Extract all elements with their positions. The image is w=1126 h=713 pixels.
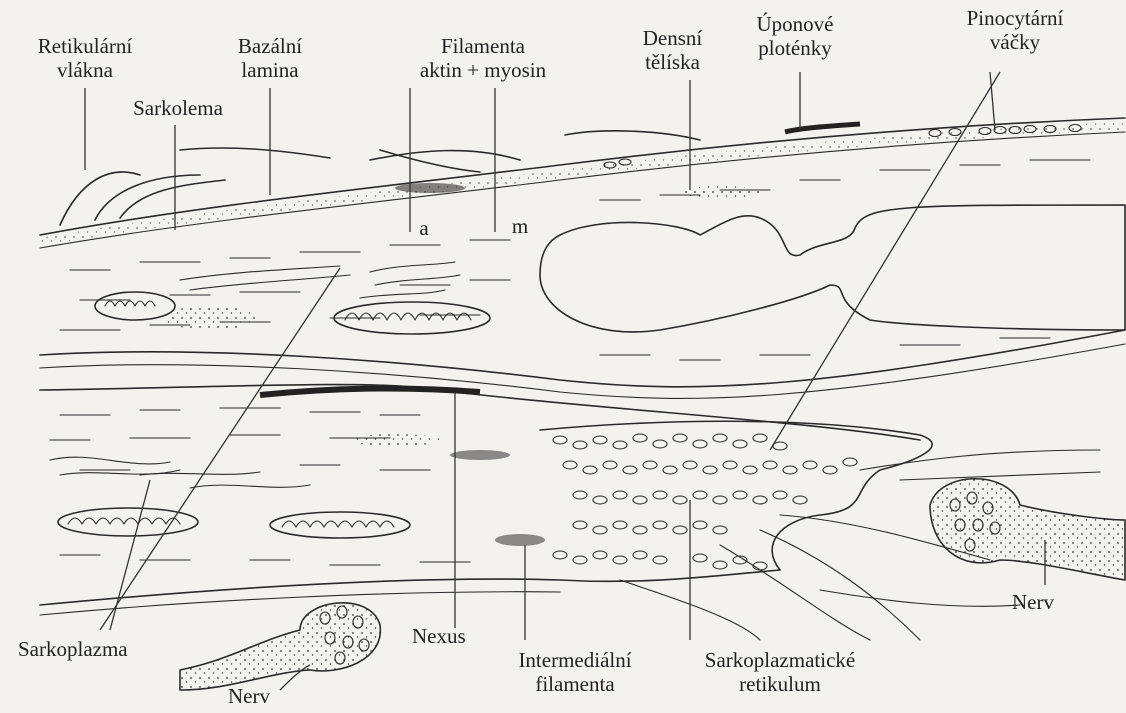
label-nerve-left: Nerv xyxy=(228,684,270,708)
lower-cell xyxy=(40,385,1125,690)
nerve-bundle-right xyxy=(930,479,1125,580)
label-sarcoplasm: Sarkoplazma xyxy=(18,637,128,661)
label-nexus: Nexus xyxy=(412,624,466,648)
label-sarcolemma: Sarkolema xyxy=(118,96,238,120)
sr-vesicles xyxy=(553,434,857,570)
label-m: m xyxy=(510,214,530,238)
label-a: a xyxy=(416,216,432,240)
mitochondrion xyxy=(58,508,198,536)
label-nerve-right: Nerv xyxy=(1012,590,1054,614)
nucleus-upper xyxy=(540,205,1125,332)
nerve-bundle-left xyxy=(180,603,380,690)
mitochondrion xyxy=(270,512,410,538)
upper-cell xyxy=(40,118,1125,398)
